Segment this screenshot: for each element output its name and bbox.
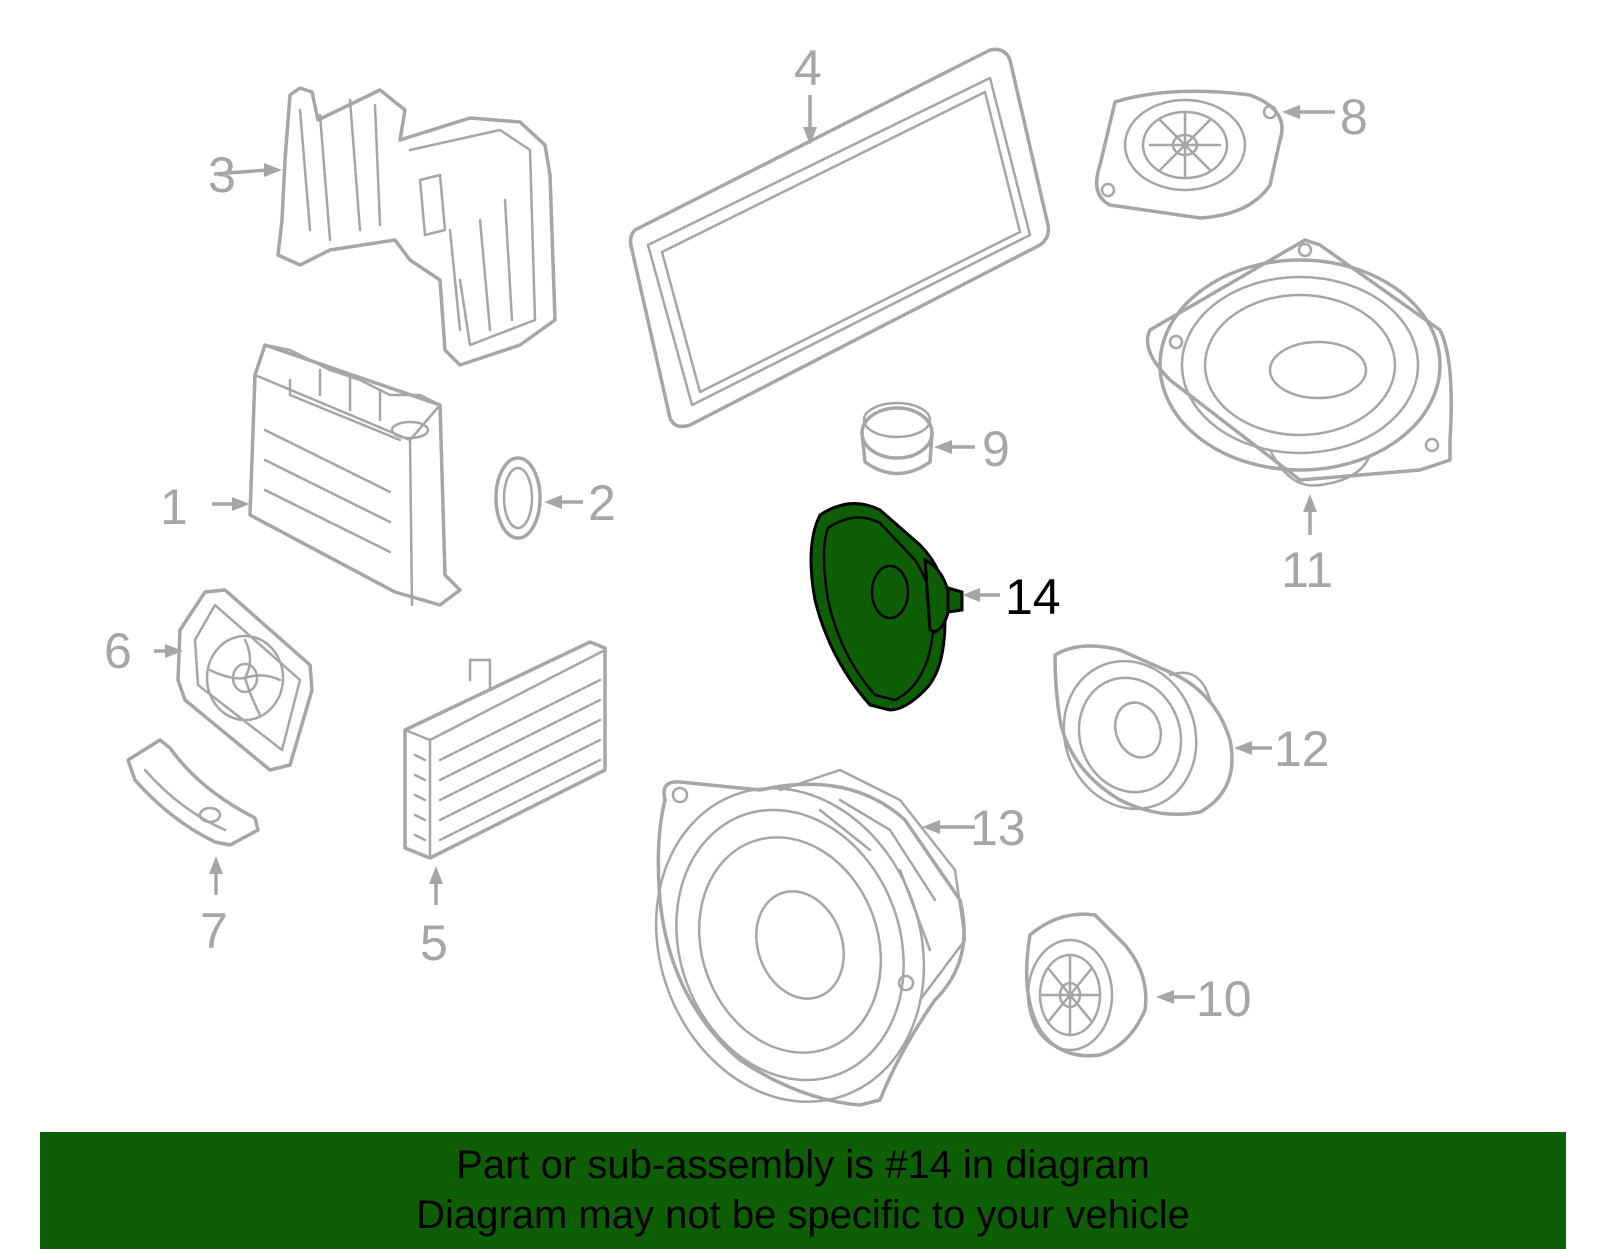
callout-arrows (154, 95, 1335, 1004)
part-1-control-module (248, 343, 462, 607)
info-banner: Part or sub-assembly is #14 in diagram D… (40, 1132, 1566, 1249)
callout-13: 13 (970, 800, 1026, 856)
banner-line-1: Part or sub-assembly is #14 in diagram (456, 1143, 1150, 1187)
callout-12: 12 (1274, 721, 1330, 777)
part-7-bracket (126, 738, 260, 847)
part-9-cap (860, 401, 934, 476)
callout-9: 9 (982, 421, 1010, 477)
part-6-fan (176, 588, 314, 772)
banner-line-2: Diagram may not be specific to your vehi… (416, 1193, 1190, 1237)
callout-1: 1 (160, 479, 188, 535)
part-11-speaker (1145, 238, 1453, 487)
callout-7: 7 (200, 903, 228, 959)
callout-3: 3 (208, 147, 236, 203)
part-4-display (628, 47, 1051, 429)
callout-11: 11 (1281, 542, 1333, 598)
callout-14: 14 (1005, 569, 1061, 625)
part-10-tweeter (1024, 912, 1148, 1058)
part-8-tweeter (1094, 89, 1284, 220)
callout-5: 5 (420, 915, 448, 971)
part-5-connector (403, 640, 607, 860)
part-12-speaker (1053, 644, 1234, 817)
part-13-woofer (654, 768, 967, 1107)
callout-10: 10 (1196, 971, 1252, 1027)
part-14-speaker-highlighted (809, 502, 964, 712)
callout-8: 8 (1340, 89, 1368, 145)
callout-2: 2 (588, 475, 616, 531)
part-2-ring (494, 456, 542, 540)
callout-6: 6 (104, 623, 132, 679)
part-3-bracket (276, 86, 557, 367)
callout-4: 4 (794, 40, 822, 96)
